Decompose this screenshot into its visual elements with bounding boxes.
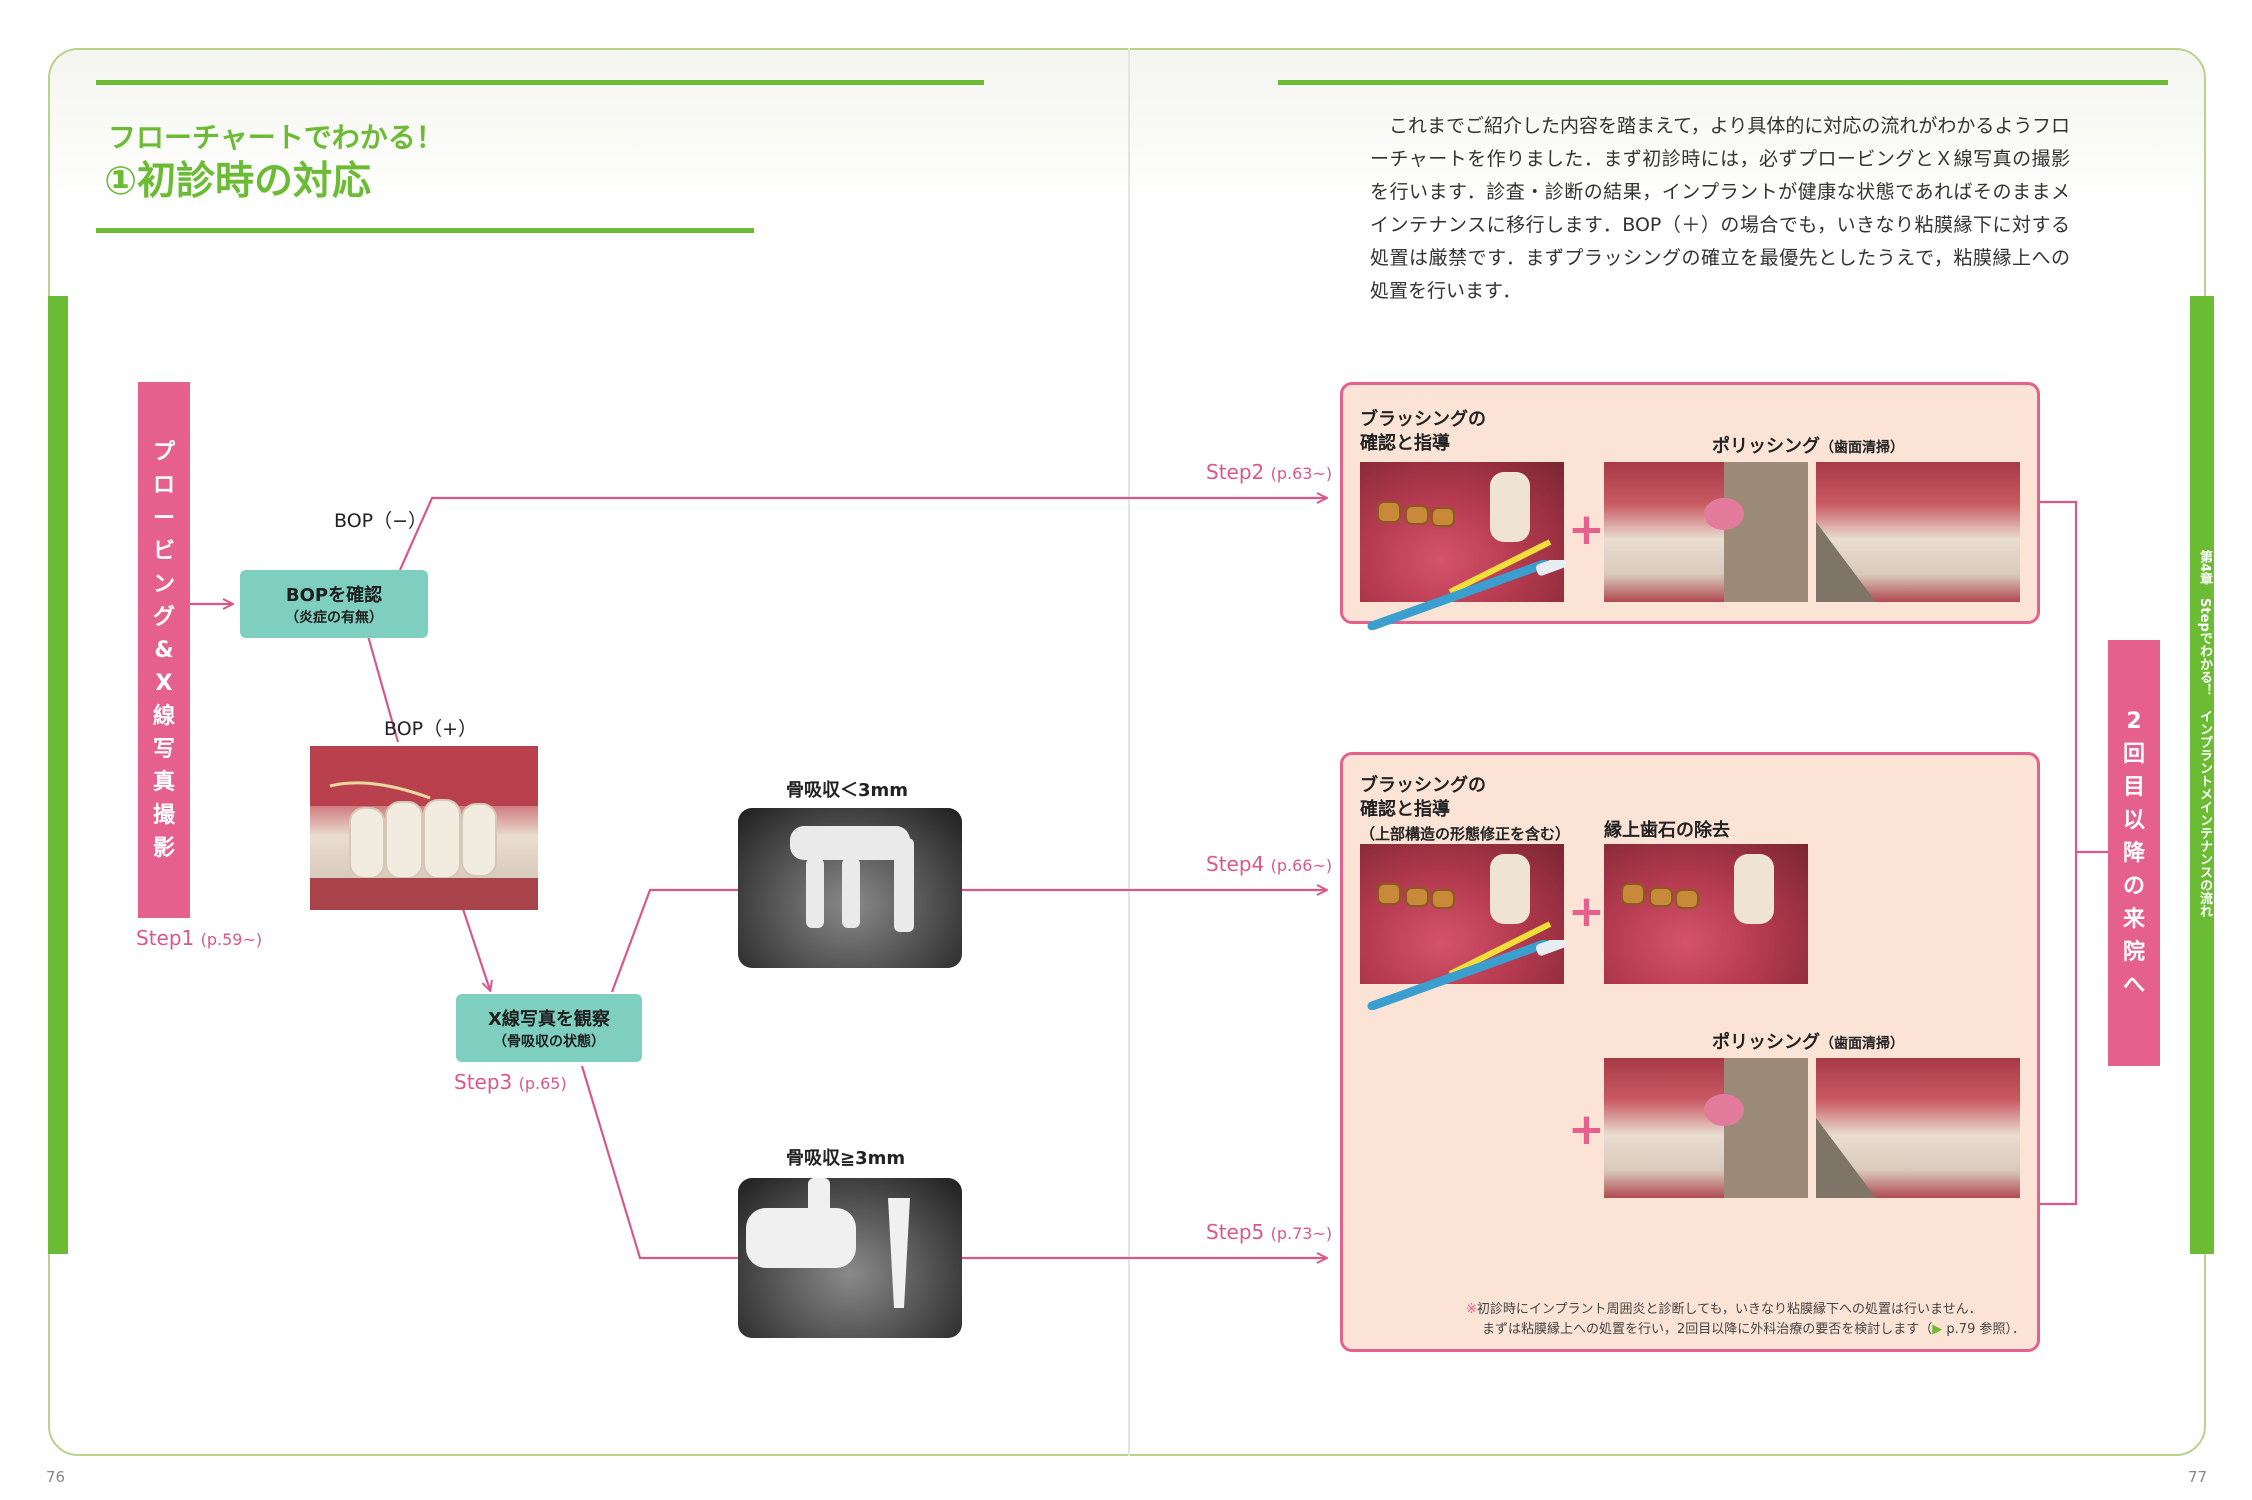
next-visit-char: 2 [2126, 708, 2142, 734]
probing-char: ー [152, 505, 175, 531]
intro-text: これまでご紹介した内容を踏まえて，より具体的に対応の流れがわかるようフローチャー… [1370, 115, 2070, 302]
probing-char: 写 [152, 736, 175, 762]
polishing-photo-2 [1816, 462, 2020, 602]
bone-loss-lt-label: 骨吸収＜3mm [786, 780, 909, 801]
top-rule-left [96, 80, 984, 85]
next-visit-box: 2 回 目 以 降 の 来 院 へ [2108, 640, 2160, 1066]
page-spine [1128, 48, 1130, 1456]
probing-char: ロ [152, 472, 175, 498]
probing-char: 影 [152, 835, 175, 861]
chapter-tab: 第4章 Stepでわかる！ インプラントメインテナンスの流れ [2197, 550, 2212, 918]
step5-label: Step5 (p.73~) [1206, 1220, 1333, 1244]
gum-image [1377, 854, 1552, 977]
probing-char: & [154, 637, 174, 663]
left-edge-bar [48, 296, 68, 1254]
xray-implant-image [790, 826, 914, 932]
polishing-image [1704, 1058, 1808, 1198]
probing-char: グ [152, 604, 175, 630]
page-number-right: 77 [2188, 1468, 2208, 1486]
page-number-left: 76 [46, 1468, 66, 1486]
top-rule-right [1278, 80, 2168, 85]
bone-loss-ge-label: 骨吸収≧3mm [786, 1148, 906, 1169]
bracket-right [2036, 500, 2078, 1206]
toothbrush-icon [1367, 940, 1567, 1010]
polishing-image [1816, 1118, 1876, 1198]
step4-label: Step4 (p.66~) [1206, 852, 1333, 876]
bop-negative-label: BOP（−） [334, 510, 428, 532]
heading-subtitle: フローチャートでわかる！ [108, 121, 444, 154]
polishing-photo-4 [1816, 1058, 2020, 1198]
xray-box-title: X線写真を観察 [488, 1009, 610, 1030]
xray-implant-image [746, 1178, 910, 1308]
toothbrush-icon [1367, 560, 1567, 630]
brushing-label-2: ブラッシングの確認と指導 （上部構造の形態修正を含む） [1360, 775, 1571, 843]
xray-box-sub: （骨吸収の状態） [493, 1034, 605, 1050]
next-visit-char: 降 [2122, 840, 2145, 866]
page-title: ①初診時の対応 [104, 159, 372, 204]
arrow-to-xray-box [460, 905, 490, 990]
line-bop-positive [366, 635, 400, 743]
line-to-bone-lt [610, 888, 738, 993]
intro-paragraph: これまでご紹介した内容を踏まえて，より具体的に対応の流れがわかるようフローチャー… [1370, 110, 2070, 308]
bop-positive-label: BOP（+） [384, 718, 478, 740]
right-edge-bar [2190, 296, 2214, 1254]
probing-char: 線 [152, 703, 175, 729]
teeth-image [310, 746, 538, 910]
next-visit-char: 以 [2122, 807, 2145, 833]
probing-char: X [155, 670, 173, 696]
plus-icon: + [1568, 1104, 1605, 1155]
polishing-photo-1 [1604, 462, 1808, 602]
next-visit-char: 目 [2122, 774, 2145, 800]
triangle-icon: ▶ [1932, 1322, 1943, 1337]
scaling-photo [1604, 844, 1808, 984]
probing-char: プ [152, 439, 175, 465]
next-visit-char: 院 [2122, 939, 2145, 965]
next-visit-char: 来 [2122, 906, 2145, 932]
polishing-image [1704, 462, 1808, 602]
step3-label: Step3 (p.65) [454, 1070, 567, 1094]
line-to-bone-ge [580, 1065, 738, 1260]
heading-underline [96, 228, 754, 233]
polishing-label-2: ポリッシング（歯面清掃） [1712, 1032, 1904, 1053]
xray-image-lt [738, 808, 962, 968]
bop-box-sub: （炎症の有無） [285, 610, 383, 626]
probing-char: ン [152, 571, 175, 597]
gum-image [1621, 854, 1774, 924]
polishing-photo-3 [1604, 1058, 1808, 1198]
bop-positive-photo [310, 746, 538, 910]
probing-char: ビ [152, 538, 175, 564]
scaling-label: 縁上歯石の除去 [1604, 820, 1730, 841]
next-visit-char: 回 [2122, 741, 2145, 767]
next-visit-char: の [2122, 873, 2145, 899]
brushing-label: ブラッシングの確認と指導 [1360, 409, 1486, 454]
next-visit-char: へ [2122, 972, 2145, 998]
polishing-image [1816, 522, 1876, 602]
xray-image-ge [738, 1178, 962, 1338]
gum-image [1377, 472, 1552, 595]
plus-icon: + [1568, 504, 1605, 555]
brushing-photo [1360, 462, 1564, 602]
bop-check-box: BOPを確認 （炎症の有無） [240, 570, 428, 638]
panel-note: ※初診時にインプラント周囲炎と診断しても，いきなり粘膜縁下への処置は行いません．… [1466, 1302, 2025, 1337]
xray-observe-box: X線写真を観察 （骨吸収の状態） [456, 994, 642, 1062]
probing-char: 真 [152, 769, 175, 795]
bop-box-title: BOPを確認 [285, 585, 383, 606]
plus-icon: + [1568, 886, 1605, 937]
probing-xray-box: プ ロ ー ビ ン グ & X 線 写 真 撮 影 [138, 382, 190, 918]
line-bop-negative [398, 498, 1326, 571]
polishing-label: ポリッシング（歯面清掃） [1712, 436, 1904, 457]
step1-label: Step1 (p.59~) [136, 926, 263, 950]
brushing-photo-2 [1360, 844, 1564, 984]
step2-label: Step2 (p.63~) [1206, 460, 1333, 484]
probing-char: 撮 [152, 802, 175, 828]
